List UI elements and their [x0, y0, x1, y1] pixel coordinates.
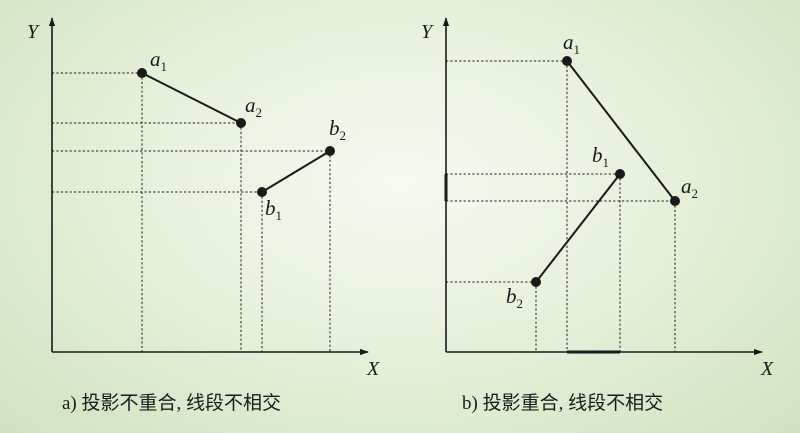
- diagram-b-point-b2: [531, 277, 541, 287]
- diagram-b-label-a1: a1: [563, 30, 580, 57]
- diagram-b-label-b1: b1: [592, 143, 609, 170]
- diagram-b-label-a2: a2: [681, 174, 698, 201]
- diagram-a-label-b1: b1: [265, 196, 282, 223]
- diagram-a-point-a2: [236, 118, 246, 128]
- diagram-b-x-axis-label: X: [760, 358, 774, 380]
- diagram-b-point-b1: [615, 169, 625, 179]
- diagram-b-point-a1: [562, 56, 572, 66]
- diagram-a-x-axis-label: X: [366, 358, 380, 380]
- diagram-a: Y X a1 a2 b2 b1 a) 投影不重合, 线段不相交: [27, 17, 380, 414]
- diagram-a-label-a1: a1: [150, 47, 167, 74]
- diagram-a-label-b2: b2: [329, 116, 346, 143]
- diagram-a-point-b2: [325, 146, 335, 156]
- diagram-a-segment-b: [261, 150, 331, 193]
- diagram-a-point-a1: [137, 68, 147, 78]
- diagram-b-caption: b) 投影重合, 线段不相交: [462, 392, 663, 414]
- diagram-b-label-b2: b2: [506, 284, 523, 311]
- diagram-a-label-a2: a2: [245, 93, 262, 120]
- diagram-a-y-axis-label: Y: [27, 21, 40, 43]
- diagram-b-y-axis-label: Y: [421, 21, 434, 43]
- diagram-b-point-a2: [670, 196, 680, 206]
- diagram-b: Y X a1 a2 b1 b2 b) 投影重合, 线段不相交: [421, 17, 774, 414]
- diagram-a-segment-a: [141, 72, 242, 124]
- diagram-b-segment-a: [566, 60, 676, 202]
- diagram-b-segment-b: [535, 173, 621, 283]
- diagram-a-caption: a) 投影不重合, 线段不相交: [62, 392, 281, 414]
- diagram-a-point-b1: [257, 187, 267, 197]
